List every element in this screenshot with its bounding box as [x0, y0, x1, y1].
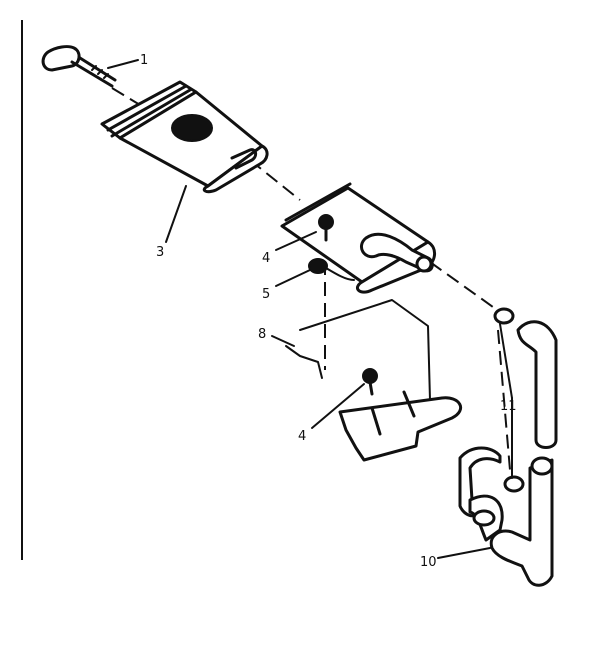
part-3-housing	[100, 80, 269, 194]
part-valve-block	[280, 182, 436, 294]
callout-leaders	[107, 59, 513, 559]
part-11-clamps	[493, 307, 525, 493]
assembly-centerlines	[111, 87, 511, 471]
hose-upper	[516, 320, 558, 449]
callout-10: 10	[420, 555, 437, 570]
part-10-hose	[458, 446, 554, 587]
part-5-nut	[308, 258, 355, 281]
callout-1: 1	[140, 53, 148, 68]
callout-8: 8	[258, 327, 266, 342]
callout-4-lower: 4	[298, 429, 306, 444]
callout-3: 3	[156, 245, 164, 260]
callout-numbers: 1 3 4 5 8 4 11 10	[140, 53, 517, 570]
part-4-screw-upper	[318, 214, 334, 242]
part-4-screw-lower	[362, 368, 378, 396]
callout-5: 5	[262, 287, 270, 302]
part-8-bracket	[285, 299, 463, 462]
part-1-key	[41, 45, 117, 88]
callout-4-upper: 4	[262, 251, 270, 266]
callout-11: 11	[500, 399, 517, 414]
